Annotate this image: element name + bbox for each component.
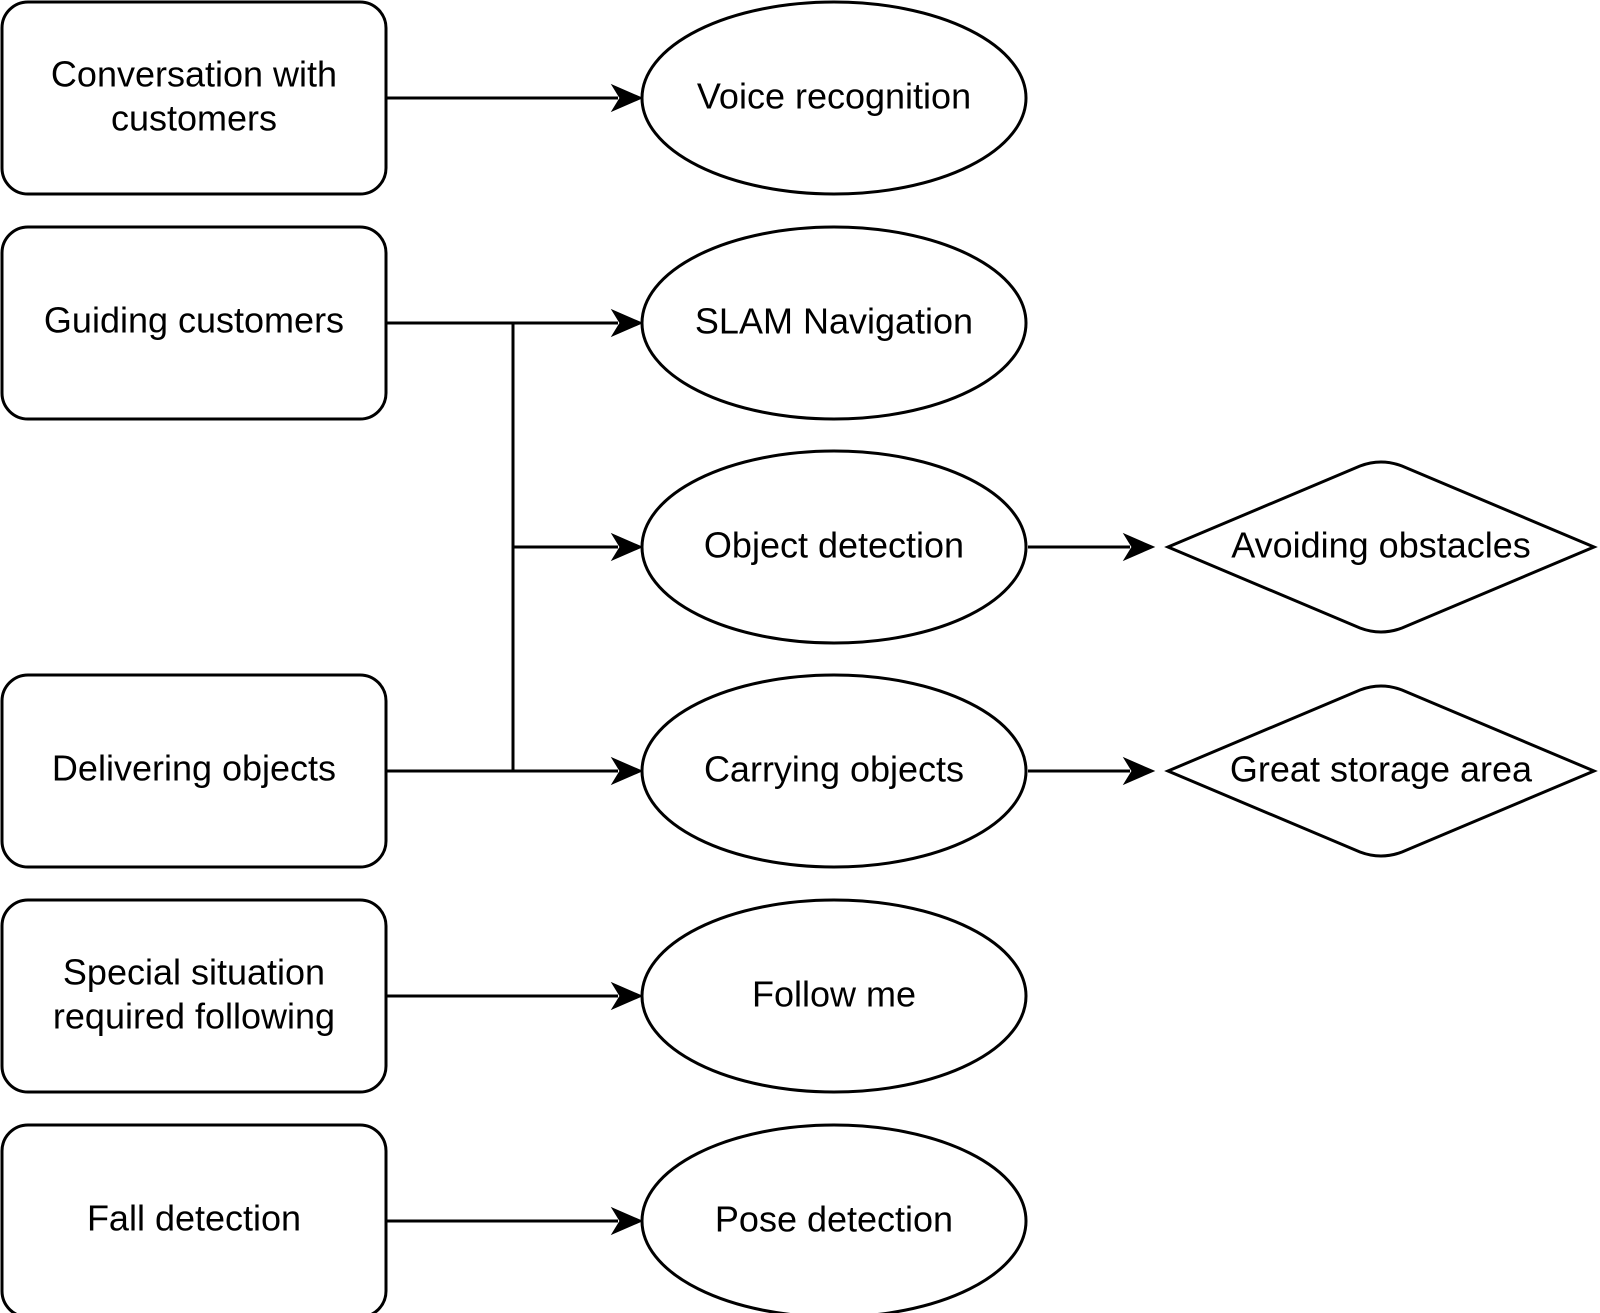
- arrowhead-avoiding: [1122, 532, 1156, 562]
- outcome-avoiding-label: Avoiding obstacles: [1231, 525, 1531, 566]
- function-slam-label: SLAM Navigation: [695, 301, 973, 342]
- requirement-delivering: Delivering objects: [0, 673, 388, 869]
- function-follow-label: Follow me: [752, 974, 916, 1015]
- arrowhead-follow: [610, 981, 644, 1011]
- requirement-special: Special situation required following: [0, 898, 388, 1094]
- requirement-conversation-label-line-1: Conversation with: [51, 54, 337, 95]
- arrowhead-object: [610, 532, 644, 562]
- function-carrying: Carrying objects: [640, 673, 1028, 869]
- requirement-conversation: Conversation with customers: [0, 0, 388, 196]
- arrowhead-carrying: [610, 756, 644, 786]
- function-object-label: Object detection: [704, 525, 964, 566]
- function-voice-label: Voice recognition: [697, 76, 971, 117]
- arrowhead-voice: [610, 83, 644, 113]
- requirement-guiding: Guiding customers: [0, 225, 388, 421]
- connectors: [386, 83, 1156, 1236]
- requirement-special-label-line-1: Special situation: [63, 952, 325, 993]
- requirement-delivering-label: Delivering objects: [52, 748, 336, 789]
- arrowhead-pose: [610, 1206, 644, 1236]
- function-pose-label: Pose detection: [715, 1199, 953, 1240]
- outcome-shapes: Avoiding obstacles Great storage area: [1164, 460, 1598, 858]
- outcome-avoiding: Avoiding obstacles: [1164, 460, 1598, 634]
- function-slam: SLAM Navigation: [640, 225, 1028, 421]
- requirement-guiding-label: Guiding customers: [44, 300, 344, 341]
- requirement-fall-label: Fall detection: [87, 1198, 301, 1239]
- outcome-storage-label: Great storage area: [1230, 749, 1533, 790]
- requirement-special-label-line-2: required following: [53, 996, 335, 1037]
- function-pose: Pose detection: [640, 1123, 1028, 1313]
- arrowhead-slam: [610, 308, 644, 338]
- function-object: Object detection: [640, 449, 1028, 645]
- requirement-conversation-label-line-2: customers: [111, 98, 277, 139]
- function-carrying-label: Carrying objects: [704, 749, 964, 790]
- function-voice: Voice recognition: [640, 0, 1028, 196]
- arrowhead-storage: [1122, 756, 1156, 786]
- function-ellipses: Voice recognition SLAM Navigation Object…: [640, 0, 1028, 1313]
- outcome-storage: Great storage area: [1164, 684, 1598, 858]
- function-follow: Follow me: [640, 898, 1028, 1094]
- requirement-boxes: Conversation with customers Guiding cust…: [0, 0, 388, 1313]
- requirement-fall: Fall detection: [0, 1123, 388, 1313]
